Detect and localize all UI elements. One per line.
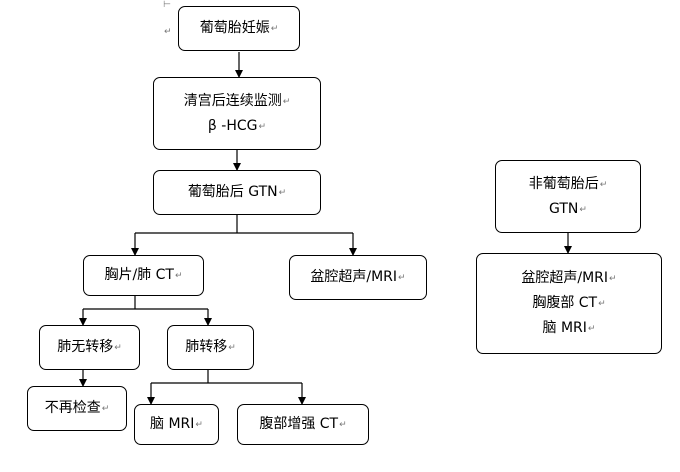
node-molar: 葡萄胎妊娠↵	[178, 6, 300, 51]
return-mark: ↵	[599, 179, 608, 190]
return-mark: ↵	[282, 96, 291, 107]
return-mark: ↵	[228, 343, 236, 353]
return-mark: ↵	[587, 324, 596, 334]
paragraph-mark: ⊢	[163, 0, 171, 10]
node-label-line: GTN	[549, 200, 579, 217]
node-label-line: 葡萄胎后 GTN	[187, 184, 278, 200]
node-label-line: 脑 MRI	[150, 416, 195, 432]
return-mark: ↵	[114, 343, 122, 353]
node-monitor: 清宫后连续监测↵β -HCG↵	[153, 77, 321, 150]
node-label-line: 盆腔超声/MRI	[521, 270, 609, 286]
node-no-check: 不再检查↵	[27, 386, 127, 431]
node-pelvic: 盆腔超声/MRI↵	[289, 255, 427, 300]
node-label-line: 胸腹部 CT	[532, 295, 598, 311]
return-mark: ↵	[270, 24, 279, 34]
return-mark: ↵	[174, 271, 183, 281]
return-mark: ↵	[609, 274, 617, 284]
node-label-line: 肺无转移	[57, 339, 114, 355]
node-label-line: 肺转移	[185, 339, 228, 355]
node-label-line: 腹部增强 CT	[259, 416, 339, 432]
return-mark: ↵	[598, 299, 606, 309]
return-mark: ↵	[398, 273, 406, 283]
node-label-line: 脑 MRI	[542, 320, 587, 336]
node-abd-ct: 腹部增强 CT↵	[237, 404, 369, 445]
node-non-molar: 非葡萄胎后↵GTN↵	[495, 160, 641, 233]
return-mark: ↵	[339, 420, 347, 430]
node-lung-met: 肺转移↵	[167, 325, 254, 370]
node-label-line: 盆腔超声/MRI	[310, 269, 398, 285]
edge-gtn-branch	[131, 215, 357, 256]
node-non-molar-exam: 盆腔超声/MRI↵胸腹部 CT↵脑 MRI↵	[476, 253, 662, 354]
edge-lungmet-branch	[147, 370, 306, 405]
return-mark: ↵	[278, 188, 287, 198]
node-label-line: β -HCG	[207, 117, 258, 134]
node-label-line: 不再检查	[44, 400, 101, 416]
node-label-line: 胸片/肺 CT	[104, 267, 174, 283]
return-mark: ↵	[164, 27, 172, 37]
return-mark: ↵	[101, 404, 110, 414]
edge-chest-branch	[79, 296, 212, 326]
node-label-line: 葡萄胎妊娠	[199, 20, 270, 36]
node-gtn-after: 葡萄胎后 GTN↵	[153, 170, 321, 215]
return-mark: ↵	[579, 204, 587, 215]
node-no-lung: 肺无转移↵	[39, 325, 140, 370]
node-label-line: 清宫后连续监测	[183, 92, 282, 109]
return-mark: ↵	[258, 121, 267, 132]
return-mark: ↵	[195, 420, 203, 430]
node-chest: 胸片/肺 CT↵	[83, 255, 204, 296]
node-brain-mri: 脑 MRI↵	[134, 404, 219, 445]
node-label-line: 非葡萄胎后	[528, 175, 599, 192]
